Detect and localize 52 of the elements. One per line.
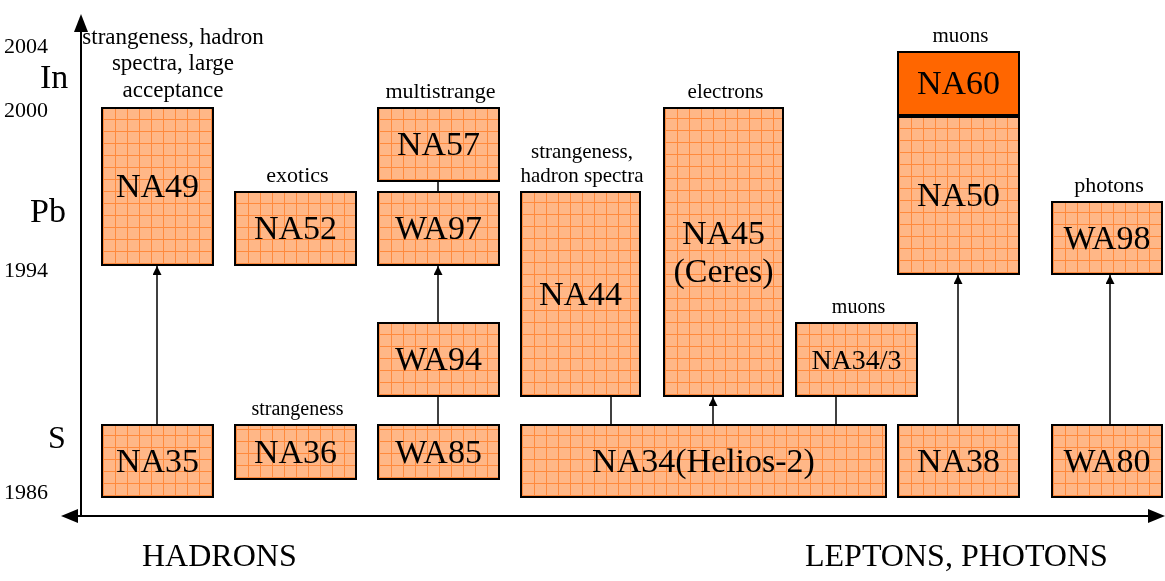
physics-topic: multistrange xyxy=(384,77,497,103)
axis-label: S xyxy=(48,420,66,456)
experiment-name: WA94 xyxy=(395,340,482,379)
experiment-name: NA34/3 xyxy=(811,343,902,376)
experiment-name: NA60 xyxy=(916,64,1001,103)
experiment-name: NA45 (Ceres) xyxy=(672,213,775,291)
experiment-name: NA49 xyxy=(115,167,200,206)
experiment-name: NA34(Helios-2) xyxy=(592,441,815,481)
axis-label: 2000 xyxy=(4,98,48,123)
experiment-name: NA50 xyxy=(916,176,1001,215)
experiment-name: NA38 xyxy=(916,441,1001,481)
connector-line xyxy=(437,181,439,192)
experiment-name: NA35 xyxy=(115,441,200,481)
experiment-name: NA52 xyxy=(253,209,338,248)
experiment-name: NA44 xyxy=(538,274,623,314)
physics-topic: photons xyxy=(1073,171,1145,197)
axis-label: 1994 xyxy=(4,258,48,283)
experiment-name: NA57 xyxy=(396,125,481,164)
experiment-name: WA85 xyxy=(395,432,482,472)
experiment-name: NA36 xyxy=(253,432,338,472)
experiment-box xyxy=(1051,424,1163,498)
physics-topic: muons xyxy=(931,22,990,47)
physics-topic: muons xyxy=(830,295,887,318)
physics-topic: strangeness, hadron spectra, large acceptance xyxy=(81,23,265,103)
axis-label: In xyxy=(40,58,69,96)
arrow xyxy=(152,265,162,425)
experiment-box xyxy=(897,424,1020,498)
physics-topic: strangeness, hadron spectra xyxy=(519,138,645,187)
arrow xyxy=(433,265,443,323)
experiment-box xyxy=(897,116,1020,275)
physics-topic: electrons xyxy=(686,78,765,103)
arrow xyxy=(953,274,963,425)
experiment-box xyxy=(377,424,500,480)
axis-label: HADRONS xyxy=(142,538,297,574)
axis-label: Pb xyxy=(30,192,66,230)
experiment-box xyxy=(377,191,500,266)
experiment-box xyxy=(377,322,500,397)
physics-topic: strangeness xyxy=(250,397,345,420)
axis-label: LEPTONS, PHOTONS xyxy=(805,538,1108,574)
arrow xyxy=(1105,274,1115,425)
arrow xyxy=(708,396,718,425)
experiment-box xyxy=(101,424,214,498)
experiment-name: WA97 xyxy=(395,209,482,248)
physics-topic: exotics xyxy=(265,161,330,187)
experiment-name: WA98 xyxy=(1063,218,1151,258)
connector-line xyxy=(610,396,612,425)
connector-line xyxy=(835,396,837,425)
axis-label: 1986 xyxy=(4,480,48,505)
axis-label: 2004 xyxy=(4,34,48,59)
experiment-box xyxy=(520,424,887,498)
connector-line xyxy=(437,396,439,425)
experiment-name: WA80 xyxy=(1063,441,1151,481)
